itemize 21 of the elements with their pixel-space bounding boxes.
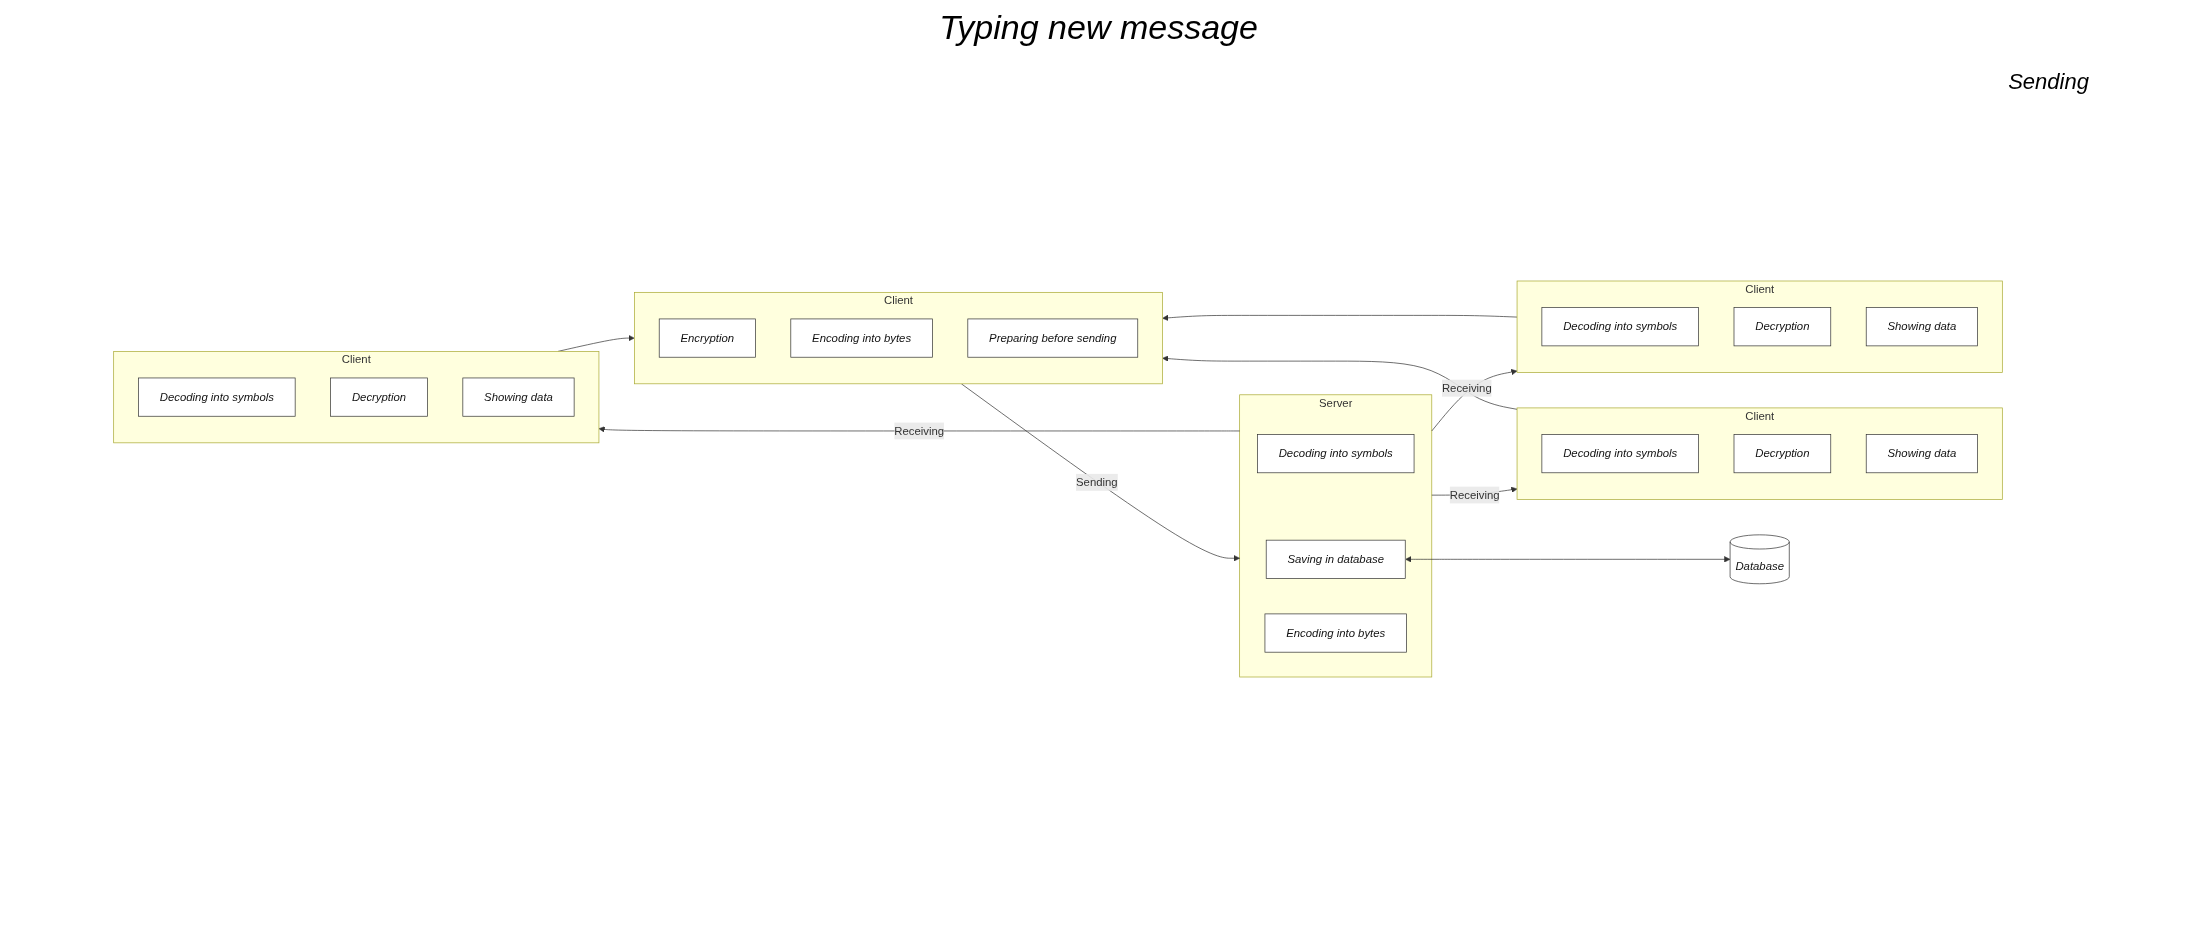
edge-label: Receiving bbox=[1449, 488, 1500, 501]
note-text: Sending bbox=[2008, 69, 2089, 95]
node-box: Encoding into bytes bbox=[1264, 613, 1407, 653]
node-box: Decoding into symbols bbox=[1541, 434, 1700, 474]
node-box: Decoding into symbols bbox=[138, 377, 296, 417]
node-box: Decryption bbox=[1733, 307, 1832, 347]
node-box: Showing data bbox=[462, 377, 575, 417]
node-box: Showing data bbox=[1866, 434, 1978, 474]
node-box: Decoding into symbols bbox=[1541, 307, 1700, 347]
node-box: Decryption bbox=[330, 377, 428, 417]
node-box: Encryption bbox=[659, 318, 756, 358]
edge-label: Receiving bbox=[1442, 381, 1492, 394]
node-box: Saving in database bbox=[1265, 539, 1406, 579]
edge-label: Sending bbox=[1076, 475, 1118, 489]
edge-label: Receiving bbox=[894, 424, 945, 437]
node-box: Encoding into bytes bbox=[790, 318, 933, 358]
node-box: Decoding into symbols bbox=[1257, 434, 1415, 474]
diagram-title: Typing new message bbox=[938, 8, 1259, 47]
node-box: Decryption bbox=[1733, 434, 1832, 474]
node-box: Showing data bbox=[1866, 307, 1978, 347]
node-box: Preparing before sending bbox=[967, 318, 1139, 358]
